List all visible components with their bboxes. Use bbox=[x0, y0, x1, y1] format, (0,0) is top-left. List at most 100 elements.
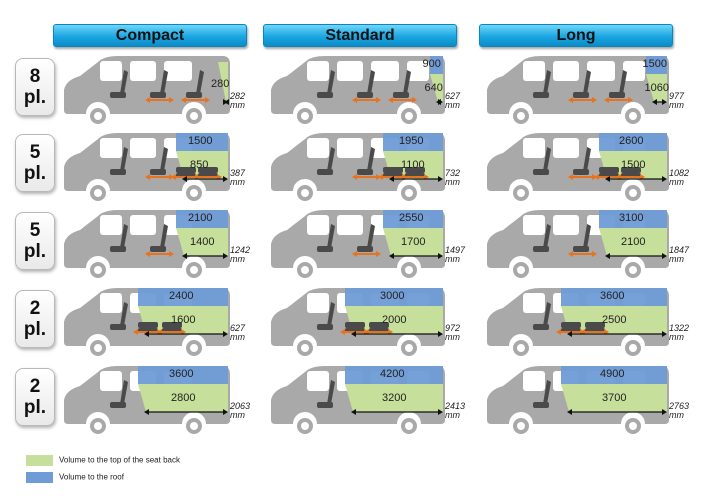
seat-icon bbox=[393, 70, 411, 98]
volume-roof-value: 1500 bbox=[642, 58, 667, 70]
seat-icon bbox=[357, 147, 375, 175]
length-arrow-icon bbox=[436, 99, 443, 105]
legend-swatch bbox=[26, 455, 53, 466]
cargo-length-value: 1847 bbox=[669, 245, 690, 255]
row-label-5-seats: 5 pl. bbox=[15, 134, 55, 192]
seat-unit: pl. bbox=[23, 87, 47, 108]
double-arrow-icon bbox=[352, 251, 381, 257]
double-arrow-icon bbox=[604, 97, 633, 103]
van-silhouette-icon bbox=[487, 288, 669, 358]
seat-icon bbox=[110, 224, 128, 252]
seat-unit: pl. bbox=[23, 319, 47, 340]
seat-icon bbox=[110, 147, 128, 175]
cargo-length-unit: mm bbox=[669, 332, 684, 342]
seat-icon bbox=[317, 224, 335, 252]
length-arrow-icon bbox=[652, 99, 667, 105]
column-header-long: Long bbox=[479, 24, 673, 47]
cargo-length-value: 387 bbox=[230, 168, 246, 178]
column-header-standard: Standard bbox=[263, 24, 457, 47]
double-arrow-icon bbox=[145, 251, 174, 257]
volume-roof-value: 2400 bbox=[169, 290, 194, 302]
seat-icon bbox=[186, 70, 204, 98]
van-silhouette-icon bbox=[64, 288, 230, 358]
seat-icon bbox=[573, 147, 591, 175]
volume-roof-value: 3100 bbox=[619, 212, 644, 224]
length-arrow-icon bbox=[389, 176, 443, 182]
volume-roof-value: 3600 bbox=[600, 290, 625, 302]
van-silhouette-icon bbox=[271, 288, 445, 358]
volume-roof-value: 2600 bbox=[619, 135, 644, 147]
seat-unit: pl. bbox=[23, 163, 47, 184]
seat-icon bbox=[357, 224, 375, 252]
cargo-length-unit: mm bbox=[230, 254, 245, 264]
van-silhouette-icon bbox=[487, 133, 669, 203]
length-arrow-icon bbox=[567, 331, 667, 337]
volume-roof-value: 1950 bbox=[399, 135, 424, 147]
seat-icon bbox=[150, 224, 168, 252]
cargo-length-unit: mm bbox=[445, 100, 460, 110]
volume-seatback-value: 1100 bbox=[401, 159, 425, 171]
van-silhouette-icon bbox=[487, 56, 669, 126]
van-silhouette-icon bbox=[487, 210, 669, 280]
seat-icon bbox=[533, 380, 551, 408]
volume-seatback-value: 1600 bbox=[171, 314, 196, 326]
row-label-5-seats-folded: 5 pl. bbox=[15, 212, 55, 270]
cargo-length-value: 2763 bbox=[669, 401, 690, 411]
cargo-length-value: 1082 bbox=[669, 168, 690, 178]
cargo-length-unit: mm bbox=[669, 410, 684, 420]
cargo-length-unit: mm bbox=[230, 332, 245, 342]
seat-icon bbox=[609, 70, 627, 98]
cargo-length-unit: mm bbox=[669, 254, 684, 264]
length-arrow-icon bbox=[223, 99, 229, 105]
length-arrow-icon bbox=[182, 253, 228, 259]
length-arrow-icon bbox=[567, 409, 667, 415]
cargo-length-unit: mm bbox=[669, 100, 684, 110]
cargo-length-value: 972 bbox=[445, 323, 461, 333]
cargo-length-value: 977 bbox=[669, 91, 685, 101]
legend-swatch bbox=[26, 472, 53, 483]
van-silhouette-icon bbox=[64, 210, 230, 280]
length-arrow-icon bbox=[351, 331, 443, 337]
seat-icon bbox=[357, 70, 375, 98]
seat-icon bbox=[317, 147, 335, 175]
seat-icon bbox=[317, 380, 335, 408]
seat-icon bbox=[110, 380, 128, 408]
cargo-length-value: 2413 bbox=[445, 401, 466, 411]
cargo-length-unit: mm bbox=[445, 410, 460, 420]
cargo-length-value: 627 bbox=[445, 91, 461, 101]
volume-seatback-value: 2100 bbox=[621, 236, 646, 248]
cargo-length-unit: mm bbox=[230, 177, 245, 187]
seat-unit: pl. bbox=[23, 241, 47, 262]
van-silhouette-icon bbox=[64, 366, 230, 436]
cargo-length-value: 1497 bbox=[445, 245, 466, 255]
cargo-length-value: 282 bbox=[230, 91, 246, 101]
double-arrow-icon bbox=[352, 97, 381, 103]
volume-seatback-value: 2000 bbox=[382, 314, 407, 326]
row-label-8-seats: 8 pl. bbox=[15, 58, 55, 116]
length-arrow-icon bbox=[605, 253, 667, 259]
volume-seatback-value: 280 bbox=[211, 78, 230, 90]
double-arrow-icon bbox=[145, 97, 174, 103]
van-silhouette-icon bbox=[271, 366, 445, 436]
volume-roof-value: 3600 bbox=[169, 368, 194, 380]
cargo-length-unit: mm bbox=[445, 254, 460, 264]
cargo-length-value: 627 bbox=[230, 323, 246, 333]
seat-icon bbox=[110, 302, 128, 330]
seat-count: 8 bbox=[29, 66, 41, 87]
